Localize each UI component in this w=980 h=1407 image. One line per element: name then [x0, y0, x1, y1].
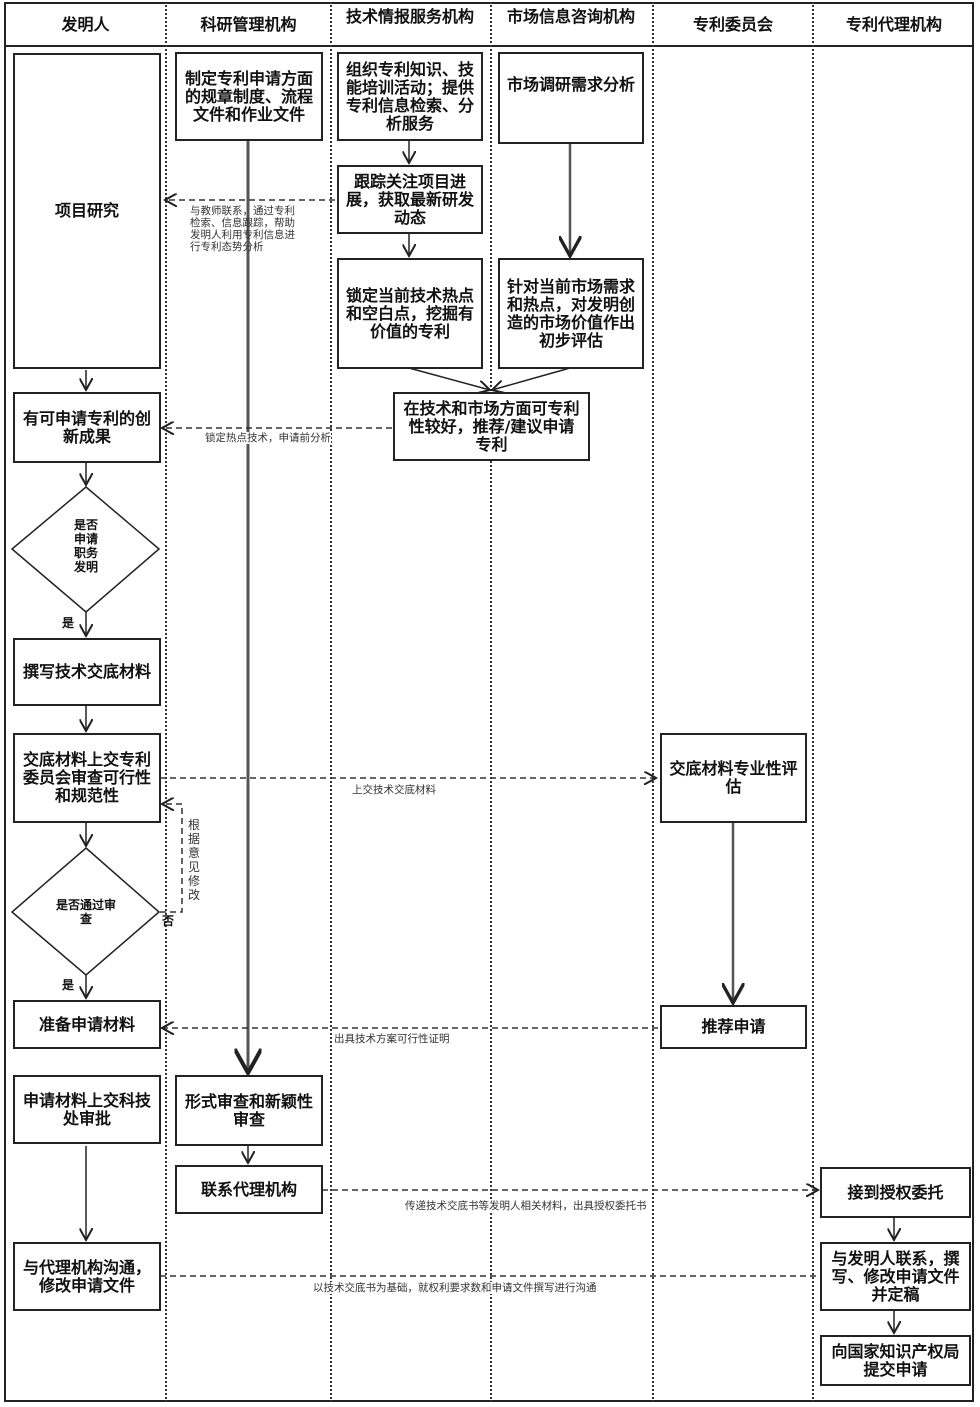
box-project-research: 项目研究 — [13, 53, 161, 369]
decision-service-invention: 是否申请职务发明 — [73, 518, 98, 574]
label-contact-teacher: 与教师联系，通过专利检索、信息跟踪，帮助发明人利用专利信息进行专利态势分析 — [190, 205, 295, 253]
box-lock-hotspot: 锁定当前技术热点和空白点，挖掘有价值的专利 — [337, 258, 483, 369]
decision-diamond — [10, 847, 161, 976]
arrow — [408, 367, 490, 390]
lane-header-research-management: 科研管理机构 — [200, 14, 297, 34]
lane-header-market-consulting: 市场信息咨询机构 — [506, 6, 635, 26]
box-contact-agency: 联系代理机构 — [175, 1165, 323, 1214]
label-communicate: 以技术交底书为基础，就权利要求数和申请文件撰写进行沟通 — [313, 1282, 597, 1294]
arrow — [492, 367, 571, 390]
decision-diamond — [10, 486, 161, 613]
box-evaluate: 交底材料专业性评估 — [660, 733, 807, 823]
box-formal-review: 形式审查和新颖性审查 — [175, 1075, 323, 1146]
box-submit-disclosure: 交底材料上交专利委员会审查可行性和规范性 — [13, 733, 161, 823]
lane-header-patent-agency: 专利代理机构 — [845, 14, 942, 34]
box-innovation: 有可申请专利的创新成果 — [13, 392, 161, 463]
dashed-arrow — [160, 804, 183, 913]
label-transfer: 传递技术交底书等发明人相关材料，出具授权委托书 — [405, 1200, 647, 1212]
label-submit-material: 上交技术交底材料 — [352, 784, 436, 796]
label-yes: 是 — [62, 616, 75, 630]
lane-separator — [330, 2, 332, 1402]
lane-header-patent-committee: 专利委员会 — [692, 14, 773, 34]
box-recommend: 在技术和市场方面可专利性较好，推荐/建议申请专利 — [393, 392, 590, 461]
label-pre-analysis: 锁定热点技术，申请前分析 — [205, 432, 331, 444]
box-submit-approval: 申请材料上交科技处审批 — [13, 1075, 161, 1144]
box-draft: 与发明人联系，撰写、修改申请文件并定稿 — [820, 1242, 971, 1311]
box-tracking: 跟踪关注项目进展，获取最新研发动态 — [337, 165, 483, 234]
lane-separator — [652, 2, 654, 1402]
box-rules: 制定专利申请方面的规章制度、流程文件和作业文件 — [175, 52, 323, 141]
box-recommend-apply: 推荐申请 — [660, 1005, 807, 1049]
label-no: 否 — [162, 914, 175, 928]
lane-separator — [490, 2, 492, 1402]
box-prepare: 准备申请材料 — [13, 1000, 161, 1049]
box-write-disclosure: 撰写技术交底材料 — [13, 638, 161, 706]
box-market-eval: 针对当前市场需求和热点，对发明创造的市场价值作出初步评估 — [498, 258, 644, 369]
box-receive-authorization: 接到授权委托 — [820, 1167, 971, 1218]
label-feasibility-cert: 出具技术方案可行性证明 — [334, 1033, 450, 1045]
box-submit-office: 向国家知识产权局提交申请 — [820, 1335, 971, 1386]
box-market-research: 市场调研需求分析 — [498, 52, 644, 144]
header-divider — [4, 45, 974, 47]
lane-header-tech-intel: 技术情报服务机构 — [345, 6, 474, 26]
diagram-frame — [4, 2, 974, 1402]
box-communicate-agency: 与代理机构沟通，修改申请文件 — [13, 1242, 161, 1311]
lane-header-inventor: 发明人 — [61, 14, 110, 34]
label-yes: 是 — [62, 978, 75, 992]
label-revise: 根据意见修改 — [188, 818, 201, 902]
decision-pass-review: 是否通过审查 — [56, 898, 117, 926]
box-training: 组织专利知识、技能培训活动；提供专利信息检索、分析服务 — [337, 52, 483, 141]
lane-separator — [165, 2, 167, 1402]
lane-separator — [812, 2, 814, 1402]
